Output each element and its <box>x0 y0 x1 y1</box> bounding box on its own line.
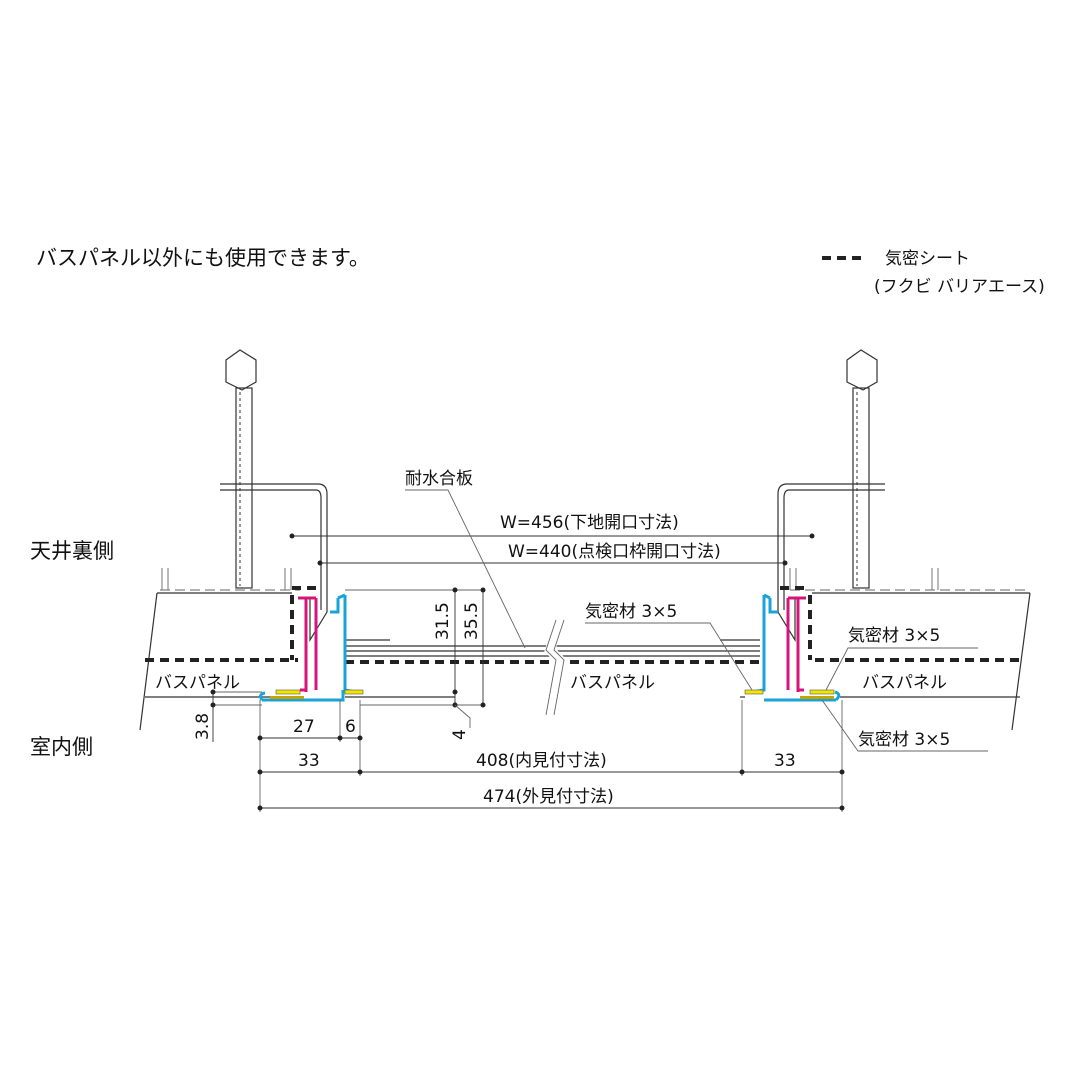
room-side-label: 室内側 <box>30 735 93 759</box>
hanger-left <box>220 349 328 643</box>
dim-33-right-label: 33 <box>774 751 796 771</box>
plywood-label: 耐水合板 <box>405 469 473 489</box>
panel-label-left: バスパネル <box>155 673 240 693</box>
legend-sublabel: (フクビ バリアエース) <box>874 277 1045 297</box>
dim-408-label: 408(内見付寸法) <box>476 751 607 771</box>
dim-w440-label: W=440(点検口枠開口寸法) <box>508 542 721 562</box>
ceiling-side-label: 天井裏側 <box>30 539 114 563</box>
dim-474-label: 474(外見付寸法) <box>483 787 614 807</box>
seal-label-right-top: 気密材 3×5 <box>848 626 940 646</box>
seal-leader-center <box>585 622 753 691</box>
bath-panel-left: バスパネル <box>139 592 298 731</box>
dim-31-5-label: 31.5 <box>433 602 453 640</box>
dim-3-8-label: 3.8 <box>193 713 213 740</box>
frame-left <box>259 593 364 702</box>
dim-35-5-label: 35.5 <box>462 602 482 640</box>
dim-w456-label: W=456(下地開口寸法) <box>500 513 679 533</box>
dim-w440: W=440(点検口枠開口寸法) <box>317 542 788 566</box>
legend-label: 気密シート <box>885 249 970 269</box>
seal-label-center: 気密材 3×5 <box>585 602 677 622</box>
seal-leader-right-bottom <box>821 699 988 752</box>
seal-leader-right-top <box>825 647 978 691</box>
dim-vertical: 31.5 35.5 4 <box>345 587 486 740</box>
usage-note: バスパネル以外にも使用できます。 <box>36 246 370 270</box>
dim-bottom: 27 6 33 408(内見付寸法) 33 474(外見付寸法) <box>257 700 845 812</box>
dim-4-label: 4 <box>450 729 470 740</box>
bath-panel-right: バスパネル <box>780 586 1031 731</box>
plywood-leader <box>405 489 526 649</box>
inspection-lid: バスパネル <box>345 618 760 716</box>
dim-w456: W=456(下地開口寸法) <box>289 513 815 539</box>
dim-6-label: 6 <box>345 717 356 737</box>
panel-label-right: バスパネル <box>862 673 947 693</box>
joists <box>160 568 1030 591</box>
frame-right <box>744 593 841 702</box>
dim-27-label: 27 <box>293 717 315 737</box>
dim-33-left-label: 33 <box>298 751 320 771</box>
panel-label-center: バスパネル <box>570 673 655 693</box>
hanger-right <box>777 349 885 643</box>
dim-3-8: 3.8 <box>193 689 262 742</box>
seal-label-right-bottom: 気密材 3×5 <box>858 730 950 750</box>
